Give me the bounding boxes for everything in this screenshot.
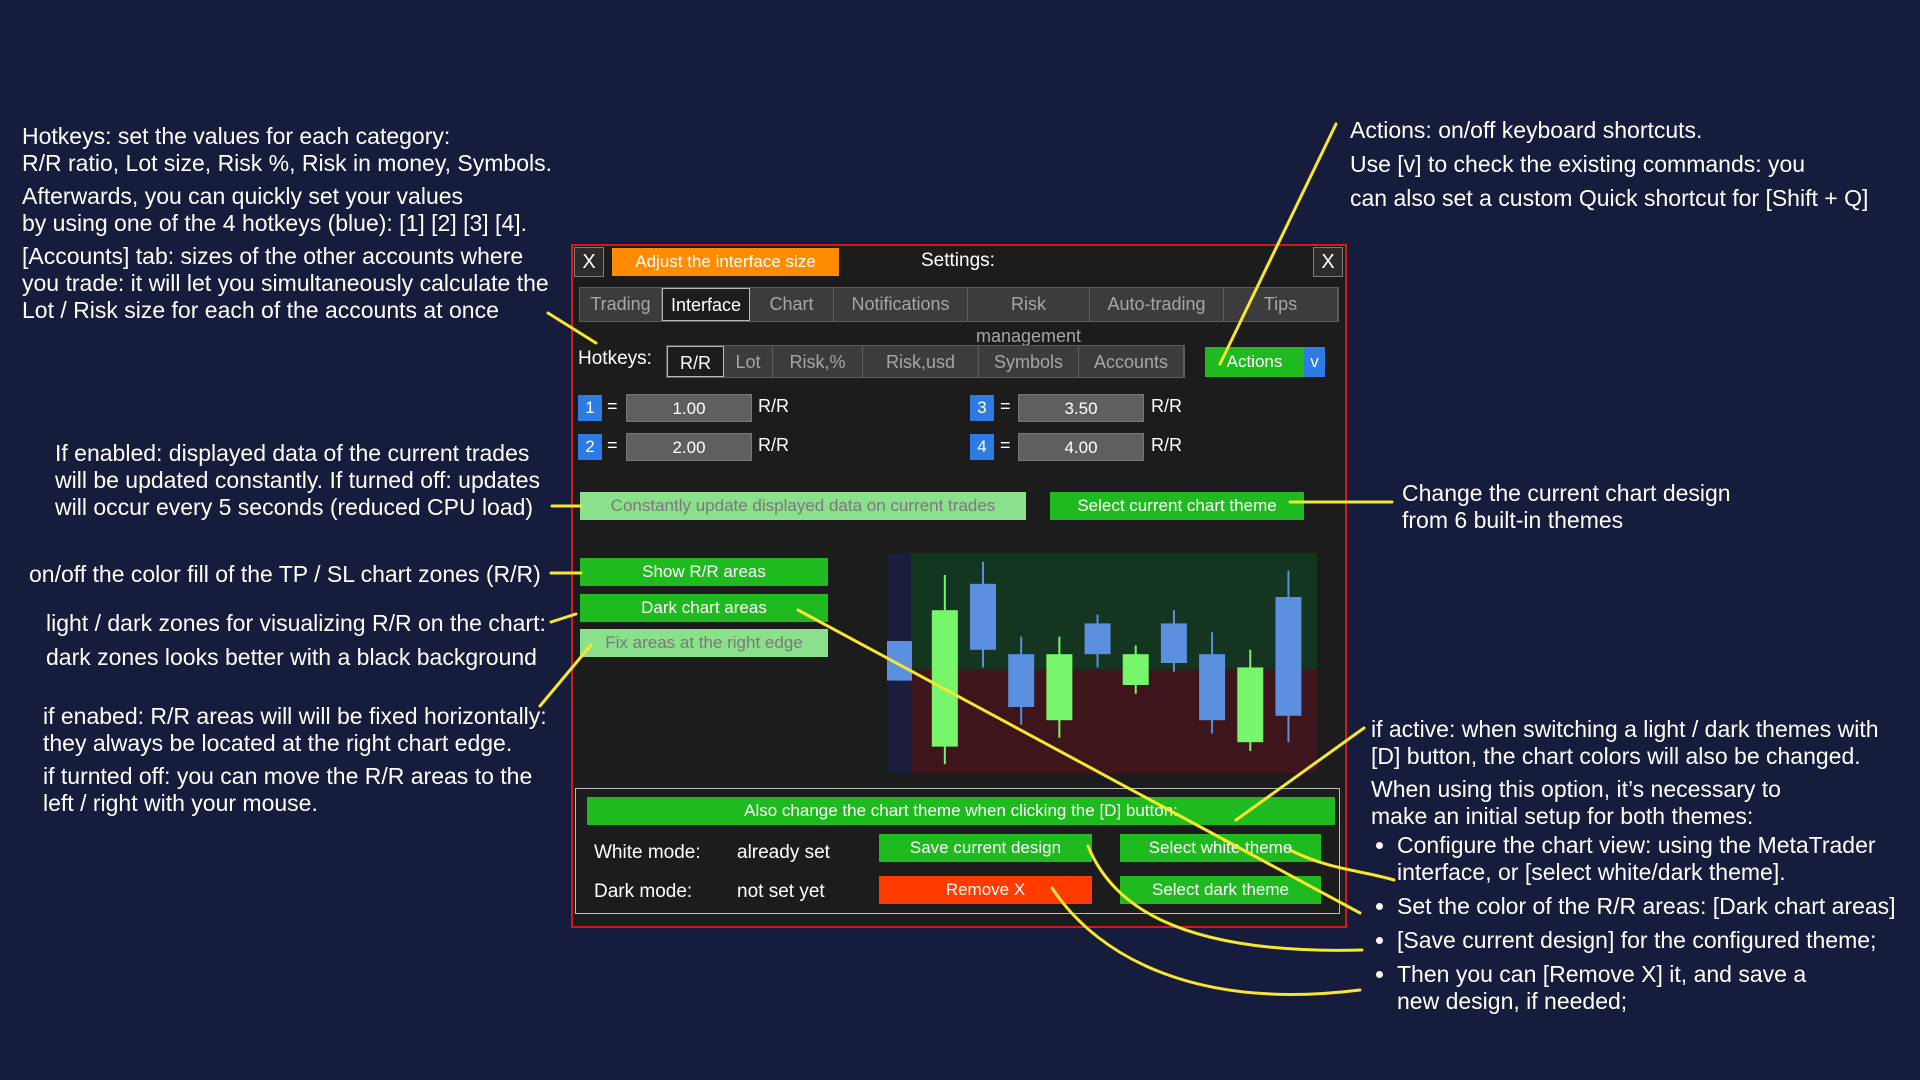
dtheme-step: [Save current design] for the configured… (1397, 927, 1896, 954)
hotkey-1-badge: 1 (578, 395, 602, 421)
hotkey-tab-symbols[interactable]: Symbols (979, 346, 1079, 377)
hotkey-1-input[interactable]: 1.00 (626, 394, 752, 422)
show-rr-annotation: on/off the color fill of the TP / SL cha… (29, 561, 541, 587)
actions-dropdown-button[interactable]: v (1304, 347, 1325, 377)
show-rr-toggle[interactable]: Show R/R areas (580, 558, 828, 586)
dtheme-step: Set the color of the R/R areas: [Dark ch… (1397, 893, 1896, 920)
hotkey-tab-lot[interactable]: Lot (724, 346, 773, 377)
unit-label: R/R (758, 396, 789, 416)
dtheme-steps-list: Configure the chart view: using the Meta… (1371, 832, 1896, 1015)
close-right-button[interactable]: X (1313, 247, 1343, 277)
dark-mode-label: Dark mode: (594, 881, 693, 902)
hotkey-tab-risk[interactable]: Risk,% (773, 346, 863, 377)
candle-body (970, 583, 996, 650)
candle-body (887, 641, 912, 681)
hotkey-2-badge: 2 (578, 434, 602, 460)
actions-button[interactable]: Actions (1205, 347, 1304, 377)
equals-sign: = (1000, 435, 1011, 455)
dtheme-step: Configure the chart view: using the Meta… (1397, 832, 1896, 886)
hotkey-tab-r-r[interactable]: R/R (667, 346, 724, 377)
unit-label: R/R (758, 435, 789, 455)
chart-preview (887, 553, 1317, 773)
hotkey-3-badge: 3 (970, 395, 994, 421)
dark-mode-status: not set yet (737, 881, 825, 902)
unit-label: R/R (1151, 396, 1182, 416)
theme-annotation: Change the current chart design from 6 b… (1402, 480, 1731, 533)
settings-title: Settings: (921, 250, 995, 271)
hotkey-tab-accounts[interactable]: Accounts (1079, 346, 1184, 377)
fix-areas-toggle[interactable]: Fix areas at the right edge (580, 629, 828, 657)
tab-interface[interactable]: Interface (662, 288, 750, 321)
dtheme-step: Then you can [Remove X] it, and save a n… (1397, 961, 1896, 1015)
select-theme-button[interactable]: Select current chart theme (1050, 492, 1304, 520)
unit-label: R/R (1151, 435, 1182, 455)
hotkey-3-input[interactable]: 3.50 (1018, 394, 1144, 422)
tab-trading[interactable]: Trading (580, 288, 662, 321)
equals-sign: = (1000, 396, 1011, 416)
hotkey-4-badge: 4 (970, 434, 994, 460)
candle-body (931, 610, 958, 747)
chart-preview-svg (887, 553, 1317, 773)
hotkeys-label: Hotkeys: (578, 348, 652, 369)
candle-body (1160, 623, 1187, 663)
tab-notifications[interactable]: Notifications (834, 288, 968, 321)
tab-tips[interactable]: Tips (1224, 288, 1338, 321)
hotkey-2-input[interactable]: 2.00 (626, 433, 752, 461)
save-design-button[interactable]: Save current design (879, 834, 1092, 862)
equals-sign: = (607, 435, 618, 455)
dtheme-annotation: if active: when switching a light / dark… (1371, 716, 1896, 1015)
adjust-size-button[interactable]: Adjust the interface size (612, 248, 839, 276)
tab-risk-management[interactable]: Risk management (968, 288, 1090, 346)
white-mode-status: already set (737, 842, 830, 863)
dark-areas-toggle[interactable]: Dark chart areas (580, 594, 828, 622)
fix-areas-annotation: if enabed: R/R areas will will be fixed … (43, 703, 547, 816)
candle-body (1122, 654, 1149, 685)
actions-annotation: Actions: on/off keyboard shortcuts. Use … (1350, 117, 1869, 211)
update-annotation: If enabled: displayed data of the curren… (55, 440, 541, 520)
tab-chart[interactable]: Chart (750, 288, 834, 321)
candle-body (1275, 597, 1302, 716)
white-mode-label: White mode: (594, 842, 701, 863)
select-white-theme-button[interactable]: Select white theme (1120, 834, 1321, 862)
remove-button[interactable]: Remove X (879, 876, 1092, 904)
hotkey-tab-risk-usd[interactable]: Risk,usd (863, 346, 979, 377)
equals-sign: = (607, 396, 618, 416)
candle-body (1199, 654, 1226, 721)
hotkeys-annotation: Hotkeys: set the values for each categor… (22, 123, 552, 323)
constant-update-toggle[interactable]: Constantly update displayed data on curr… (580, 492, 1026, 520)
candle-body (1046, 654, 1073, 721)
close-left-button[interactable]: X (574, 247, 604, 277)
also-change-theme-toggle[interactable]: Also change the chart theme when clickin… (587, 797, 1335, 825)
select-dark-theme-button[interactable]: Select dark theme (1120, 876, 1321, 904)
candle-body (1008, 654, 1035, 707)
tab-auto-trading[interactable]: Auto-trading (1090, 288, 1224, 321)
dark-zones-annotation: light / dark zones for visualizing R/R o… (46, 610, 546, 670)
hotkey-4-input[interactable]: 4.00 (1018, 433, 1144, 461)
candle-body (1084, 623, 1111, 655)
candle-body (1237, 667, 1264, 743)
